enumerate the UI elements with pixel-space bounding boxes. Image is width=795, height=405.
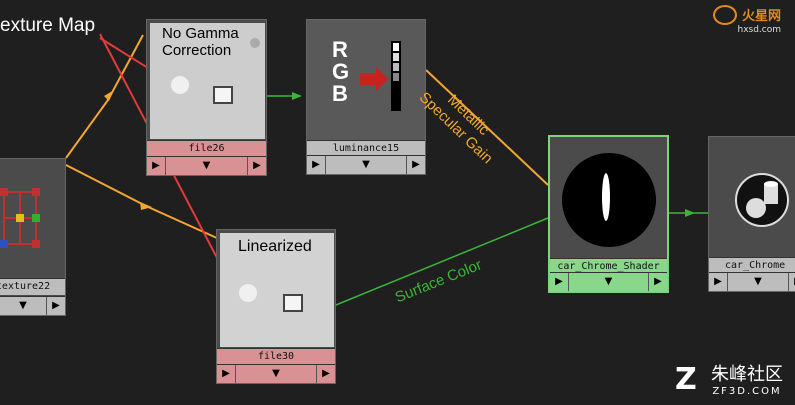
output-port-icon[interactable]: ▶ bbox=[654, 276, 662, 287]
annotation-linearized: Linearized bbox=[238, 238, 312, 255]
node-label: car_Chrome_Shader bbox=[550, 258, 667, 275]
place2d-icon bbox=[0, 188, 40, 248]
hxsd-logo-icon bbox=[712, 4, 737, 25]
node-label: luminance15 bbox=[307, 140, 425, 157]
watermark-top-logo: 火星网 hxsd.com bbox=[712, 4, 781, 35]
watermark-bottom-cn: 朱峰社区 bbox=[711, 364, 783, 385]
node-label: file30 bbox=[217, 348, 335, 365]
expand-icon[interactable]: ▼ bbox=[235, 365, 317, 383]
texture-thumb bbox=[0, 162, 62, 277]
node-file26[interactable]: file26 ▶ ▼ ▶ bbox=[146, 19, 267, 176]
expand-icon[interactable]: ▼ bbox=[0, 297, 47, 315]
node-car-chrome-shader[interactable]: car_Chrome_Shader ▶ ▼ ▶ bbox=[548, 135, 669, 293]
input-port-icon[interactable]: ▶ bbox=[714, 276, 722, 287]
texture-preview bbox=[220, 233, 334, 347]
sg-thumb bbox=[712, 140, 795, 256]
green-arrow-1 bbox=[292, 92, 302, 100]
node-label: car_Chrome bbox=[709, 257, 795, 274]
node-ports: ▶ ▼ ▶ bbox=[147, 156, 266, 175]
input-port-icon[interactable]: ▶ bbox=[312, 159, 320, 170]
output-port-icon[interactable]: ▶ bbox=[789, 273, 795, 291]
chrome-sphere-preview bbox=[562, 153, 656, 247]
file-thumb bbox=[150, 23, 265, 139]
annotation-no-gamma: No Gamma Correction bbox=[162, 25, 239, 59]
node-ports: ▶ ▼ ▶ bbox=[0, 296, 65, 315]
expand-icon[interactable]: ▼ bbox=[568, 273, 649, 291]
output-port-icon[interactable]: ▶ bbox=[322, 368, 330, 379]
zf3d-logo-icon: Z bbox=[675, 362, 697, 397]
node-label: file26 bbox=[147, 140, 266, 157]
node-luminance15[interactable]: RGB luminance15 ▶ ▼ ▶ bbox=[306, 19, 426, 175]
rgb-label: RGB bbox=[332, 37, 350, 106]
expand-icon[interactable]: ▼ bbox=[727, 273, 789, 291]
shading-group-icon bbox=[735, 173, 789, 227]
output-port-icon[interactable]: ▶ bbox=[52, 300, 60, 311]
watermark-top-text: 火星网 bbox=[741, 9, 781, 24]
green-wire-surface bbox=[335, 217, 549, 306]
input-port-icon[interactable]: ▶ bbox=[152, 160, 160, 171]
rgb-to-luminance-icon bbox=[360, 41, 401, 111]
watermark-top-url: hxsd.com bbox=[737, 24, 781, 35]
node-car-chrome-sg[interactable]: car_Chrome ▶ ▼ ▶ bbox=[708, 136, 795, 292]
annotation-texture-map: exture Map bbox=[0, 15, 96, 36]
node-texture22[interactable]: texture22 ▶ ▼ ▶ bbox=[0, 158, 66, 316]
output-port-icon[interactable]: ▶ bbox=[412, 159, 420, 170]
orange-wire-metallic bbox=[425, 69, 549, 186]
orange-arrow-2 bbox=[140, 202, 152, 210]
node-ports: ▶ ▼ ▶ bbox=[709, 272, 795, 291]
file-thumb bbox=[220, 233, 334, 347]
watermark-bottom-url: ZF3D.COM bbox=[712, 386, 782, 397]
node-file30[interactable]: file30 ▶ ▼ ▶ bbox=[216, 229, 336, 384]
expand-icon[interactable]: ▼ bbox=[165, 157, 248, 175]
texture-preview bbox=[150, 23, 265, 139]
output-port-icon[interactable]: ▶ bbox=[253, 160, 261, 171]
node-ports: ▶ ▼ ▶ bbox=[217, 364, 335, 383]
orange-arrow-1 bbox=[104, 90, 114, 101]
node-ports: ▶ ▼ ▶ bbox=[550, 272, 667, 291]
luminance-thumb: RGB bbox=[310, 23, 422, 139]
node-label: texture22 bbox=[0, 278, 65, 295]
shader-thumb bbox=[553, 140, 664, 258]
expand-icon[interactable]: ▼ bbox=[325, 156, 407, 174]
input-port-icon[interactable]: ▶ bbox=[555, 276, 563, 287]
green-arrow-2 bbox=[685, 209, 695, 217]
node-ports: ▶ ▼ ▶ bbox=[307, 155, 425, 174]
watermark-bottom: Z 朱峰社区 ZF3D.COM bbox=[675, 360, 783, 397]
input-port-icon[interactable]: ▶ bbox=[222, 368, 230, 379]
